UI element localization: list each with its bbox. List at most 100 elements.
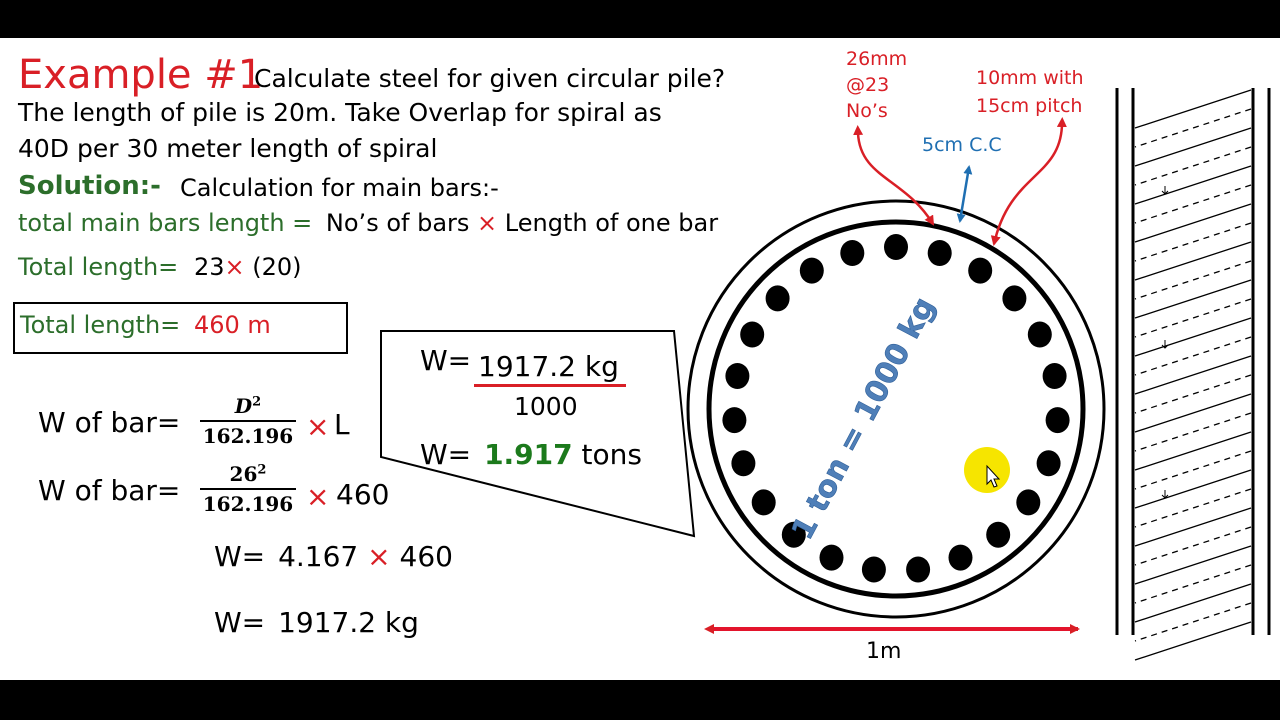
example-title: Example #1: [18, 52, 264, 98]
spiral-front-segment: [1134, 545, 1252, 585]
spiral-front-segment: [1134, 469, 1252, 509]
spiral-front-segment: [1134, 165, 1252, 205]
spiral-back-segment: [1134, 412, 1252, 452]
w-of-bar-label-1: W of bar=: [38, 406, 181, 439]
formula-prefix: total main bars length =: [18, 209, 313, 237]
total-length-label-1: Total length=: [18, 253, 179, 281]
main-bar: [722, 407, 747, 434]
spiral-front-segment: [1134, 431, 1252, 471]
spiral-front-segment: [1134, 355, 1252, 395]
total-length-line-2: Total length= 460 m: [20, 311, 271, 339]
callout-underline: [474, 384, 626, 387]
spiral-back-segment: [1134, 336, 1252, 376]
w-line-3-label: W=: [214, 540, 266, 573]
callout-w-label-1: W=: [420, 344, 472, 377]
spiral-back-segment: [1134, 602, 1252, 642]
spiral-back-segment: [1134, 222, 1252, 262]
callout-result-line: W= 1.917 tons: [420, 438, 642, 471]
spiral-arrow: [990, 117, 1067, 246]
callout-w-label-2: W=: [420, 438, 472, 471]
main-bar: [725, 363, 750, 389]
spiral-front-segment: [1134, 127, 1252, 167]
spiral-back-segment: [1134, 184, 1252, 224]
spiral-front-segment: [1134, 507, 1252, 547]
formula-a: No’s of bars: [325, 209, 470, 237]
spiral-back-segment: [1134, 260, 1252, 300]
w-of-bar-times-2: ×: [306, 480, 330, 513]
spiral-tick: [1161, 340, 1169, 349]
question-text: Calculate steel for given circular pile?: [254, 64, 726, 93]
callout-result: 1.917: [484, 438, 573, 471]
total-length-a: 23: [193, 253, 225, 281]
main-bar: [968, 257, 993, 284]
w-line-3-times: ×: [367, 540, 391, 573]
solution-label: Solution:-: [18, 171, 161, 201]
w-of-bar-rhs-1: L: [334, 408, 350, 441]
main-bars: [722, 234, 1070, 583]
main-bar: [884, 234, 908, 260]
w-of-bar-num-2: 26: [229, 462, 258, 486]
w-of-bar-exp-2: 2: [257, 462, 267, 478]
w-of-bar-times-1: ×: [306, 410, 330, 443]
main-bar: [819, 544, 844, 571]
w-line-3-a: 4.167: [278, 540, 359, 573]
main-bar-note-2: @23: [846, 74, 890, 96]
callout-unit: tons: [581, 438, 642, 471]
spiral-front-segment: [1134, 203, 1252, 243]
spiral-front-segment: [1134, 279, 1252, 319]
main-bar: [906, 556, 931, 583]
spiral-front-segment: [1134, 317, 1252, 357]
spiral-front-segment: [1134, 241, 1252, 281]
main-bar-note: 26mm @23 No’s: [846, 46, 907, 124]
conversion-label: 1 ton = 1000 kg: [785, 292, 942, 546]
total-length-value: 460 m: [193, 311, 271, 339]
w-line-4: W= 1917.2 kg: [214, 606, 419, 639]
spiral-back-segment: [1134, 564, 1252, 604]
spiral-front-segment: [1134, 621, 1252, 661]
spiral-front-segment: [1134, 393, 1252, 433]
spacing-note: 5cm C.C: [922, 134, 1002, 156]
spiral-tick: [1161, 186, 1169, 195]
spiral-back-segment: [1134, 374, 1252, 414]
w-of-bar-den-1: 162.196: [202, 424, 294, 448]
w-of-bar-label-2: W of bar=: [38, 474, 181, 507]
question-line-2: The length of pile is 20m. Take Overlap …: [18, 98, 662, 127]
spiral-note-1: 10mm with: [976, 67, 1084, 89]
cursor-icon: [986, 464, 1001, 488]
w-line-3-b: 460: [399, 540, 453, 573]
total-length-box: [13, 302, 348, 354]
formula-b: Length of one bar: [504, 209, 719, 237]
pile-outer-circle: [686, 199, 1106, 619]
w-of-bar-den-2: 162.196: [202, 492, 294, 516]
main-bar: [799, 257, 824, 284]
spiral-note-2: 15cm pitch: [976, 95, 1083, 117]
callout-denominator: 1000: [514, 392, 578, 421]
main-bar: [740, 321, 765, 348]
w-of-bar-rhs-2: 460: [336, 478, 390, 511]
total-length-b: (20): [252, 253, 302, 281]
main-bar: [861, 556, 886, 583]
w-line-4-value: 1917.2 kg: [278, 606, 419, 639]
spiral-back-segment: [1134, 526, 1252, 566]
main-bar: [1045, 407, 1070, 434]
pile-inner-circle: [706, 219, 1086, 599]
spiral-back-segment: [1134, 298, 1252, 338]
formula-line: total main bars length = No’s of bars × …: [18, 209, 718, 237]
pile-elevation: [1115, 88, 1271, 661]
callout-box: [380, 330, 696, 538]
formula-times: ×: [477, 209, 498, 237]
w-of-bar-num-1: D: [234, 394, 253, 418]
main-bar: [986, 521, 1011, 548]
pile-diagram: 1 ton = 1000 kg: [380, 88, 1271, 661]
main-bar: [1036, 450, 1061, 477]
main-bar: [1002, 285, 1027, 312]
main-bar: [927, 240, 952, 266]
slide: 1 ton = 1000 kg Example #1 Calculate ste…: [0, 38, 1280, 680]
spacing-arrow: [956, 165, 973, 223]
main-bar: [1016, 489, 1041, 516]
main-bar: [765, 285, 790, 312]
main-bar-note-1: 26mm: [846, 48, 908, 70]
spiral-front-segment: [1134, 89, 1252, 129]
w-line-3: W= 4.167 × 460: [214, 540, 453, 573]
main-bar: [1042, 363, 1067, 389]
